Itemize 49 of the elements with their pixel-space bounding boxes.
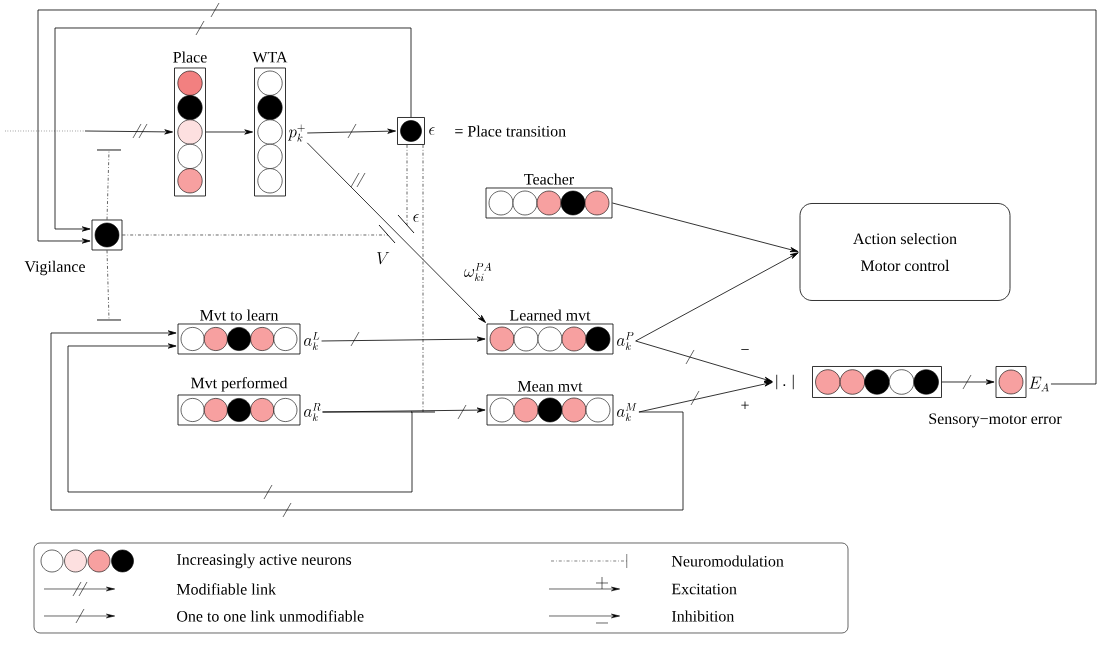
legend-text: Modifiable link: [176, 583, 277, 595]
math-label: $a_k^L$: [304, 332, 320, 351]
comparator-label: | . |: [776, 374, 794, 390]
math-label: $a_k^M$: [617, 403, 637, 422]
layer-label: = Place transition: [455, 125, 566, 137]
layer-label: Learned mvt: [509, 309, 591, 321]
arrow: [50, 330, 684, 518]
arrow: [321, 331, 486, 347]
legend-text: One to one link unmodifiable: [177, 610, 364, 622]
math-label: $E_A$: [1029, 376, 1049, 392]
neuromodulation-line: [397, 144, 415, 234]
arrow: [635, 252, 799, 342]
layer-label: Vigilance: [24, 260, 85, 276]
layer-label: Mean mvt: [517, 381, 583, 392]
legend-text: Inhibition: [672, 610, 735, 622]
arrow: [941, 374, 995, 390]
neuromodulation-line: [122, 224, 396, 244]
arrow: [638, 381, 773, 413]
arrow: [306, 142, 486, 323]
neuromodulation-line: [96, 149, 122, 220]
legend-text: Excitation: [671, 583, 737, 595]
math-label: $a_k^P$: [617, 332, 634, 351]
math-label: $a_k^R$: [304, 403, 321, 422]
neuromodulation-line: [410, 144, 436, 413]
rounded-box: Action selection Motor control: [799, 203, 1011, 301]
math-label: $\epsilon$: [429, 127, 435, 135]
legend-text: Increasingly active neurons: [177, 553, 352, 569]
edge-label: $\epsilon$: [413, 214, 419, 222]
edge-label: $\omega_{ki}^{PA}$: [464, 262, 492, 282]
arrow: [612, 202, 799, 253]
layer-label: Sensory−motor error: [929, 413, 1062, 428]
arrow: [67, 343, 413, 500]
layer-label: WTA: [252, 51, 288, 63]
layer-label: Mvt to learn: [200, 309, 279, 321]
arrow: [635, 340, 773, 382]
math-label: $p_k^+$: [287, 124, 305, 142]
layer-label: Mvt performed: [191, 377, 288, 392]
arrow: [54, 20, 412, 232]
arrow: [306, 123, 396, 139]
arrow: [205, 129, 253, 135]
layer-label: Teacher: [524, 173, 574, 185]
edge-label: +: [741, 401, 749, 409]
neuromodulation-line: [96, 250, 122, 321]
legend-text: Neuromodulation: [671, 555, 784, 567]
edge-label: $V$: [377, 252, 390, 265]
layer-label: Place: [173, 51, 207, 63]
arrow: [37, 2, 1097, 385]
arrow: [84, 123, 173, 139]
edge-label: −: [741, 349, 749, 350]
